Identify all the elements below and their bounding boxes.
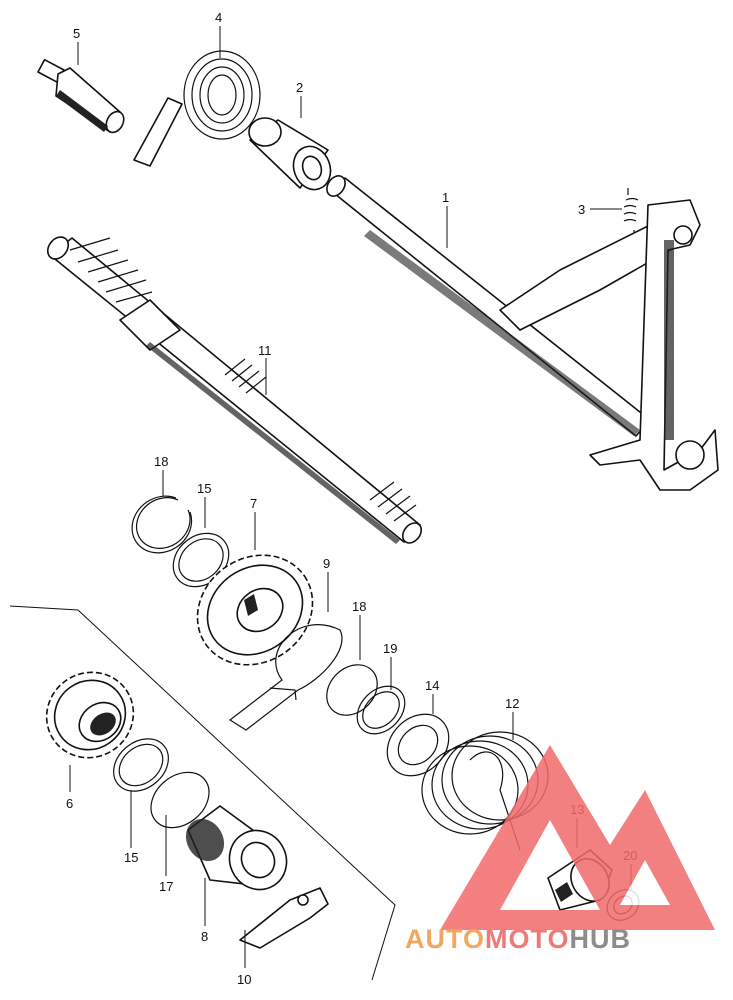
watermark-logo-icon <box>440 745 715 930</box>
part-7-gear <box>196 554 314 666</box>
watermark: AUTOMOTOHUB <box>405 745 715 954</box>
part-9-fork-spring <box>228 624 343 731</box>
part-19-washer <box>356 685 406 735</box>
label-part-19: 19 <box>383 641 397 656</box>
label-part-18-upper: 18 <box>154 454 168 469</box>
label-part-8: 8 <box>201 929 208 944</box>
part-11-main-shaft <box>46 236 423 544</box>
watermark-text-moto: MOTO <box>485 924 570 954</box>
part-15-washer-lower <box>113 738 169 792</box>
part-2-bushing <box>248 117 332 191</box>
watermark-text-hub: HUB <box>570 924 632 954</box>
part-1-shaft-lever <box>326 175 719 491</box>
label-part-7: 7 <box>250 496 257 511</box>
part-8-ratchet <box>185 805 288 891</box>
label-part-17: 17 <box>159 879 173 894</box>
label-part-18-lower: 18 <box>352 599 366 614</box>
label-part-15-lower: 15 <box>124 850 138 865</box>
part-5-stud-bolt <box>37 58 125 134</box>
part-3-small-spring <box>623 188 639 238</box>
part-18-snap-ring-lower <box>326 664 378 716</box>
part-6-gear <box>45 671 135 759</box>
label-part-2: 2 <box>296 80 303 95</box>
part-18-snap-ring-upper <box>131 495 193 554</box>
label-part-12: 12 <box>505 696 519 711</box>
part-14-thrust-washer <box>386 713 450 777</box>
label-part-5: 5 <box>73 26 80 41</box>
part-17-snap-ring <box>150 771 210 829</box>
watermark-text-auto: AUTO <box>405 924 485 954</box>
group-boundary-line <box>9 605 396 981</box>
watermark-text: AUTOMOTOHUB <box>405 924 631 954</box>
label-part-1: 1 <box>442 190 449 205</box>
label-part-9: 9 <box>323 556 330 571</box>
label-part-15-upper: 15 <box>197 481 211 496</box>
label-part-6: 6 <box>66 796 73 811</box>
label-part-14: 14 <box>425 678 439 693</box>
label-part-3: 3 <box>578 202 585 217</box>
part-10-guide <box>239 887 329 949</box>
part-4-spring <box>133 50 261 167</box>
label-part-11: 11 <box>258 343 272 358</box>
label-part-10: 10 <box>237 972 251 987</box>
label-part-4: 4 <box>215 10 222 25</box>
